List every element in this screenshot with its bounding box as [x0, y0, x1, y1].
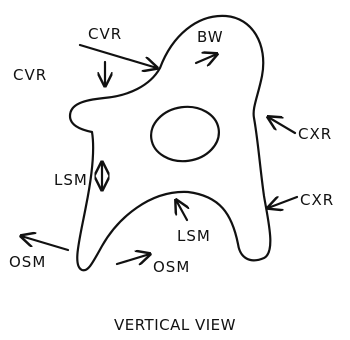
specimen-outline — [70, 16, 270, 270]
label-cxr-lower: CXR — [300, 191, 334, 209]
label-cvr-left: CVR — [13, 66, 47, 84]
caption: VERTICAL VIEW — [114, 316, 236, 334]
bw-arrow — [196, 54, 217, 63]
cxr-upper-arrow — [268, 117, 295, 133]
label-bw: BW — [197, 28, 224, 46]
cxr-lower-arrow — [268, 197, 297, 208]
central-opening — [148, 103, 223, 166]
label-osm-left: OSM — [9, 253, 46, 271]
lsm-bottom-arrow — [176, 200, 187, 220]
osm-left-arrow — [21, 236, 68, 250]
label-cxr-upper: CXR — [298, 125, 332, 143]
label-lsm-left: LSM — [54, 171, 88, 189]
cvr-top-arrow — [80, 45, 157, 68]
label-lsm-bottom: LSM — [177, 227, 211, 245]
label-cvr-top: CVR — [88, 25, 122, 43]
osm-right-arrow — [117, 254, 150, 264]
label-osm-right: OSM — [153, 258, 190, 276]
